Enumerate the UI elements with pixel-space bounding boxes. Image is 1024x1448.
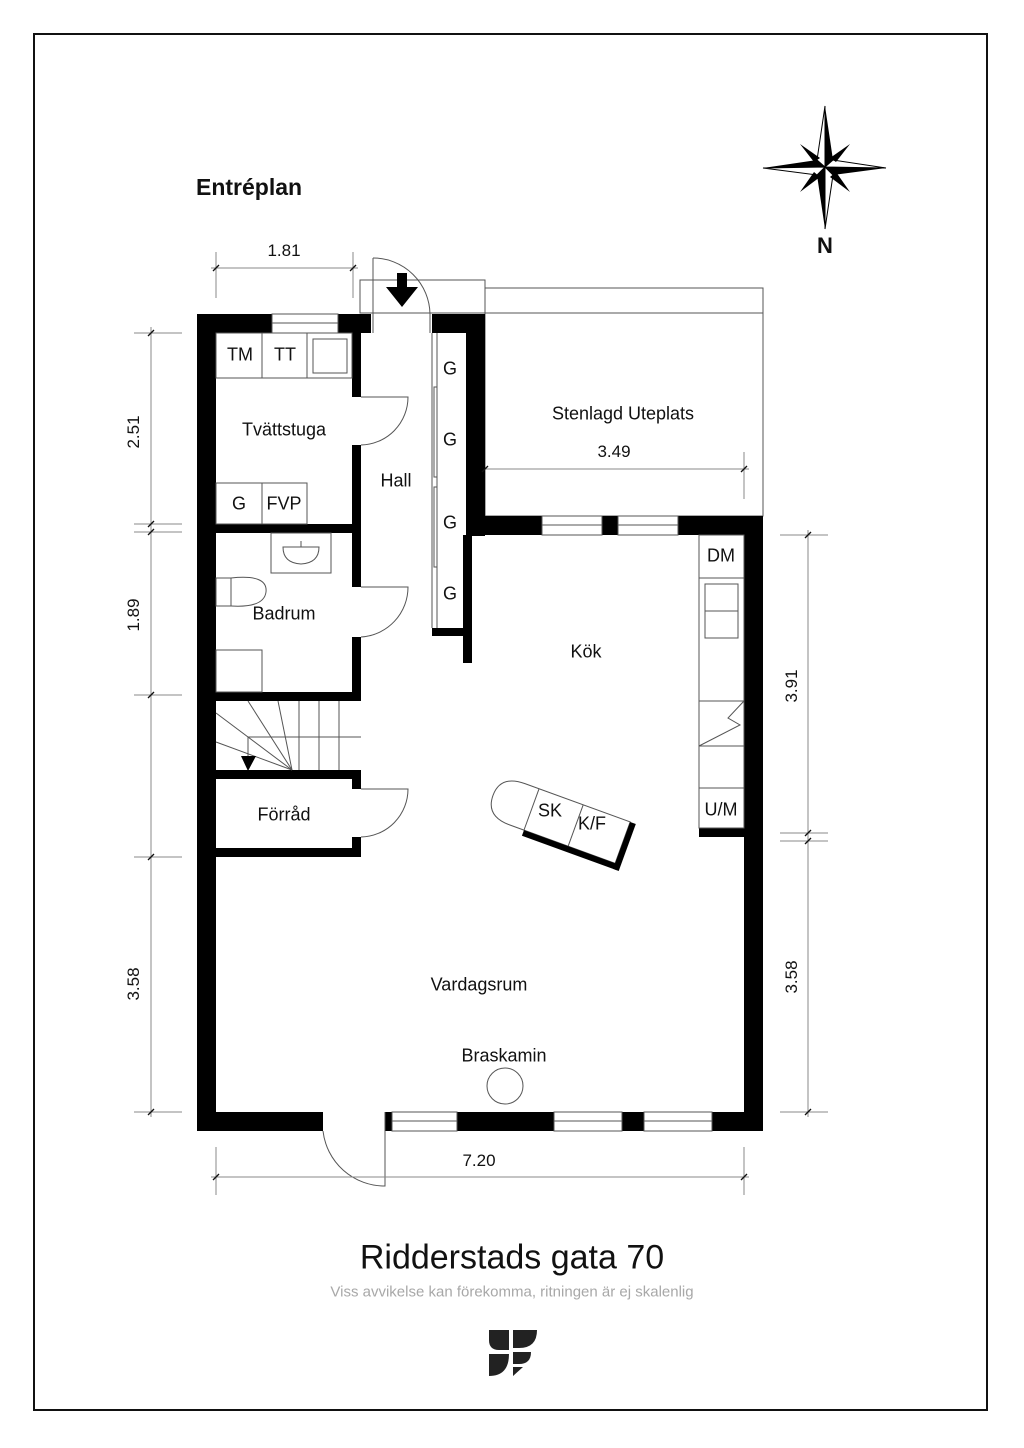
wardrobe-label: G bbox=[442, 358, 458, 379]
compass-rose-icon bbox=[762, 105, 887, 230]
fixture-label-kf: K/F bbox=[577, 813, 607, 834]
fixture-label-sk: SK bbox=[537, 800, 563, 821]
fixture-label-braskamin: Braskamin bbox=[461, 1045, 547, 1066]
room-label-uteplats: Stenlagd Uteplats bbox=[551, 403, 695, 424]
stairs bbox=[215, 700, 361, 771]
dimension-right-vardagsrum: 3.58 bbox=[782, 960, 801, 994]
fixture-label-tm: TM bbox=[227, 344, 253, 365]
entry-arrow-icon bbox=[386, 273, 418, 307]
sf-logo-icon bbox=[489, 1330, 537, 1376]
fixture-label-tt: TT bbox=[274, 344, 296, 365]
room-label-vardagsrum: Vardagsrum bbox=[430, 974, 528, 995]
plan-title: Entréplan bbox=[196, 174, 303, 200]
dimension-left-badrum: 1.89 bbox=[124, 598, 143, 632]
dimension-left-tvattstuga: 2.51 bbox=[124, 415, 143, 449]
drawing-frame bbox=[33, 33, 988, 1411]
north-label: N bbox=[817, 233, 833, 258]
stair-direction-arrow-icon bbox=[241, 756, 256, 771]
dimension-top-laundry: 1.81 bbox=[267, 241, 301, 260]
bathroom-fixtures bbox=[215, 532, 332, 693]
kitchen-island bbox=[490, 780, 636, 871]
disclaimer-text: Viss avvikelse kan förekomma, ritningen … bbox=[330, 1283, 694, 1301]
windows bbox=[271, 313, 713, 1132]
dimension-lines bbox=[134, 252, 828, 1195]
dimension-ticks bbox=[147, 264, 812, 1181]
walls bbox=[197, 314, 763, 1131]
fireplace-icon bbox=[486, 1067, 524, 1105]
kitchen-counter bbox=[698, 534, 745, 829]
address-title: Ridderstads gata 70 bbox=[359, 1238, 665, 1277]
fixture-label-um: U/M bbox=[704, 799, 738, 820]
wardrobe-label: G bbox=[442, 583, 458, 604]
fixture-label-dm: DM bbox=[707, 545, 735, 566]
dimension-right-kok: 3.91 bbox=[782, 669, 801, 703]
dimension-uteplats: 3.49 bbox=[597, 442, 631, 461]
laundry-fixtures bbox=[215, 332, 353, 525]
room-label-kok: Kök bbox=[570, 641, 602, 662]
wardrobe-label: G bbox=[442, 512, 458, 533]
fixture-label-fvp: FVP bbox=[266, 493, 302, 514]
doors bbox=[322, 257, 431, 1187]
room-label-forrad: Förråd bbox=[257, 804, 311, 825]
room-label-badrum: Badrum bbox=[252, 603, 316, 624]
wardrobes bbox=[431, 333, 438, 628]
fixture-label-g: G bbox=[231, 493, 247, 514]
room-label-hall: Hall bbox=[380, 470, 412, 491]
wardrobe-label: G bbox=[442, 429, 458, 450]
dimension-bottom-total: 7.20 bbox=[462, 1151, 496, 1170]
room-label-tvattstuga: Tvättstuga bbox=[241, 419, 327, 440]
dimension-left-vardagsrum: 3.58 bbox=[124, 967, 143, 1001]
